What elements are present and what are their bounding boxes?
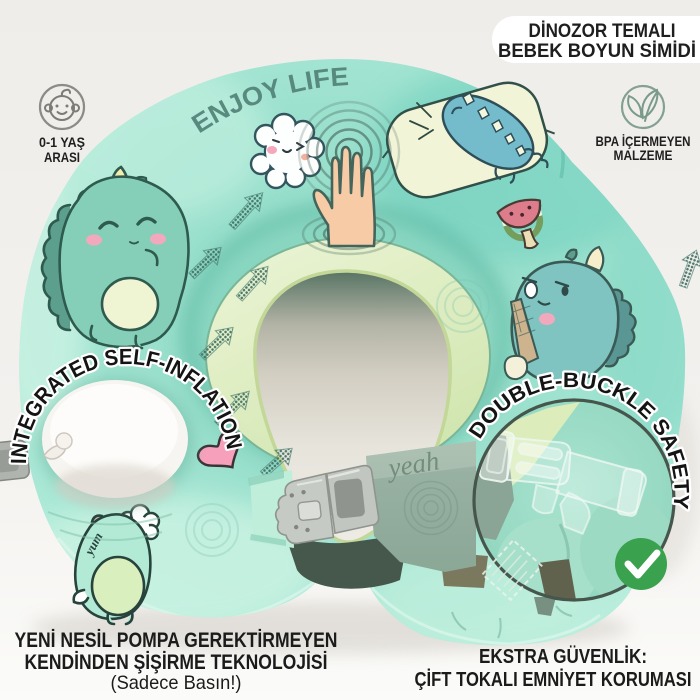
svg-text:MALZEME: MALZEME <box>614 148 673 163</box>
svg-text:BEBEK BOYUN SİMİDİ: BEBEK BOYUN SİMİDİ <box>498 41 696 62</box>
svg-text:EKSTRA GÜVENLİK:: EKSTRA GÜVENLİK: <box>479 645 647 668</box>
svg-text:ARASI: ARASI <box>44 149 80 165</box>
svg-text:(Sadece Basın!): (Sadece Basın!) <box>111 672 242 694</box>
svg-text:0-1 YAŞ: 0-1 YAŞ <box>39 134 85 150</box>
svg-text:YENİ NESİL POMPA GEREKTİRMEYEN: YENİ NESİL POMPA GEREKTİRMEYEN <box>15 629 338 652</box>
svg-text:DİNOZOR TEMALI: DİNOZOR TEMALI <box>529 21 676 42</box>
svg-text:ÇİFT TOKALI EMNİYET KORUMASI: ÇİFT TOKALI EMNİYET KORUMASI <box>415 668 692 691</box>
svg-text:KENDİNDEN ŞİŞİRME TEKNOLOJİSİ: KENDİNDEN ŞİŞİRME TEKNOLOJİSİ <box>25 651 328 674</box>
svg-text:BPA İÇERMEYEN: BPA İÇERMEYEN <box>596 134 691 149</box>
